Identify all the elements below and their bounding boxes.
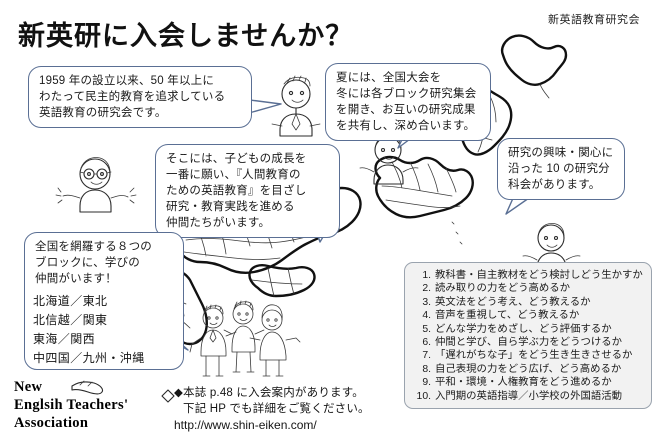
character-man-suit <box>271 75 321 137</box>
character-group-three <box>189 300 301 377</box>
bubble-line: ための英語教育』を目ざし <box>166 185 307 197</box>
topic-text: 音声を重視して、どう教えるか <box>435 310 580 322</box>
topic-item: 1. 教科書・自主教材をどう検討しどう生かすか <box>411 269 647 282</box>
topic-item: 4. 音声を重視して、どう教えるか <box>411 309 647 322</box>
bubble-line: 1959 年の設立以来、50 年以上に <box>39 75 215 87</box>
topic-item: 3. 英文法をどう考え、どう教えるか <box>411 296 647 309</box>
bubble-line: 冬には各ブロック研究集会 <box>336 88 477 100</box>
bubble-line: 研究の興味・関心に <box>508 147 614 159</box>
bubble-line: 研究・教育実践を進める <box>166 201 295 213</box>
map-izu-islands <box>451 221 463 245</box>
speech-bubble-sections: 研究の興味・関心に 沿った 10 の研究分 科会があります。 <box>497 138 625 200</box>
topic-item: 6. 仲間と学び、自ら学ぶ力をどうつけるか <box>411 336 647 349</box>
tail-history <box>248 99 282 114</box>
topic-item: 10. 入門期の英語指導／小学校の外国語活動 <box>411 390 647 403</box>
bubble-line: わたって民主的教育を追求している <box>39 91 226 103</box>
website-url[interactable]: http://www.shin-eiken.com/ <box>174 418 317 432</box>
topic-item: 7. 「遅れがちな子」をどう生き生きさせるか <box>411 349 647 362</box>
organization-logo: New Englsih Teachers' Association <box>14 378 128 432</box>
bubble-line: 仲間たちがいます。 <box>166 217 271 229</box>
map-kanto-chubu <box>374 155 474 219</box>
topic-number: 7. <box>422 350 431 362</box>
topic-text: どんな学力をめざし、どう評価するか <box>435 323 612 335</box>
topic-number: 8. <box>422 363 431 375</box>
logo-diamond-icon <box>161 389 175 403</box>
bubble-line: を共有し、深め合います。 <box>336 120 476 132</box>
speech-bubble-events: 夏には、全国大会を 冬には各ブロック研究集会 を開き、お互いの研究成果 を共有し… <box>325 63 491 141</box>
region-list: 北海道／東北 北信越／関東 東海／関西 中四国／九州・沖縄 <box>33 292 145 368</box>
topic-text: 教科書・自主教材をどう検討しどう生かすか <box>435 270 643 281</box>
map-shikoku <box>248 264 316 298</box>
topic-text: 英文法をどう考え、どう教えるか <box>435 296 591 308</box>
bubble-line: 一番に願い、『人間教育の <box>166 169 301 181</box>
topic-text: 仲間と学び、自ら学ぶ力をどうつけるか <box>435 337 623 349</box>
bubble-line: 全国を網羅する８つの <box>35 241 152 253</box>
logo-line-association: Association <box>14 415 89 431</box>
topic-number: 3. <box>422 296 431 308</box>
topic-item: 2. 読み取りの力をどう高めるか <box>411 282 647 295</box>
region-list-item: 北信越／関東 <box>33 313 108 327</box>
topic-item: 5. どんな学力をめざし、どう評価するか <box>411 323 647 336</box>
topic-text: 入門期の英語指導／小学校の外国語活動 <box>435 390 623 402</box>
bubble-line: そこには、子どもの成長を <box>166 153 307 165</box>
note-line-2: 下記 HP でも詳細をご覧ください。 <box>183 403 370 415</box>
speech-bubble-philosophy: そこには、子どもの成長を 一番に願い、『人間教育の ための英語教育』を目ざし 研… <box>155 144 340 238</box>
bubble-line: を開き、お互いの研究成果 <box>336 104 476 116</box>
topic-number: 4. <box>422 310 431 322</box>
bubble-line: 沿った 10 の研究分 <box>508 163 610 175</box>
bubble-line: 夏には、全国大会を <box>336 72 442 84</box>
bubble-line: 仲間がいます！ <box>35 273 117 285</box>
organization-name: 新英語教育研究会 <box>548 14 640 26</box>
region-list-item: 中四国／九州・沖縄 <box>33 351 145 365</box>
topic-item: 8. 自己表現の力をどう広げ、どう高めるか <box>411 363 647 376</box>
membership-note: ◆本誌 p.48 に入会案内があります。 下記 HP でも詳細をご覧ください。 … <box>174 385 370 433</box>
speech-bubble-history: 1959 年の設立以来、50 年以上に わたって民主的教育を追求している 英語教… <box>28 66 252 128</box>
research-topics-box: 1. 教科書・自主教材をどう検討しどう生かすか 2. 読み取りの力をどう高めるか… <box>404 262 652 409</box>
bubble-line: 科会があります。 <box>508 179 601 191</box>
topic-text: 自己表現の力をどう広げ、どう高めるか <box>435 363 622 375</box>
character-woman-glasses <box>55 157 137 213</box>
topic-number: 5. <box>422 323 431 335</box>
page-title: 新英研に入会しませんか？ <box>18 21 354 51</box>
note-line-1: ◆本誌 p.48 に入会案内があります。 <box>174 387 364 399</box>
topic-number: 9. <box>422 377 431 389</box>
topic-number: 10. <box>416 390 431 402</box>
topic-text: 読み取りの力をどう高めるか <box>435 283 571 295</box>
bubble-line: ブロックに、学びの <box>35 257 140 269</box>
topic-text: 「遅れがちな子」をどう生き生きさせるか <box>435 350 633 362</box>
logo-line-new: New <box>14 379 43 395</box>
region-list-item: 東海／関西 <box>33 332 96 346</box>
region-list-item: 北海道／東北 <box>33 294 108 308</box>
topic-item: 9. 平和・環境・人権教育をどう進めるか <box>411 376 647 389</box>
topic-number: 6. <box>422 337 431 349</box>
topic-number: 1. <box>422 270 431 281</box>
logo-line-english-teachers: Englsih Teachers' <box>14 397 129 413</box>
topic-number: 2. <box>422 283 431 295</box>
map-hokkaido <box>500 34 568 99</box>
character-person-center <box>359 135 419 185</box>
topic-text: 平和・環境・人権教育をどう進めるか <box>435 377 612 389</box>
bubble-line: 英語教育の研究会です。 <box>39 107 167 119</box>
speech-bubble-blocks: 全国を網羅する８つの ブロックに、学びの 仲間がいます！ <box>24 232 184 370</box>
